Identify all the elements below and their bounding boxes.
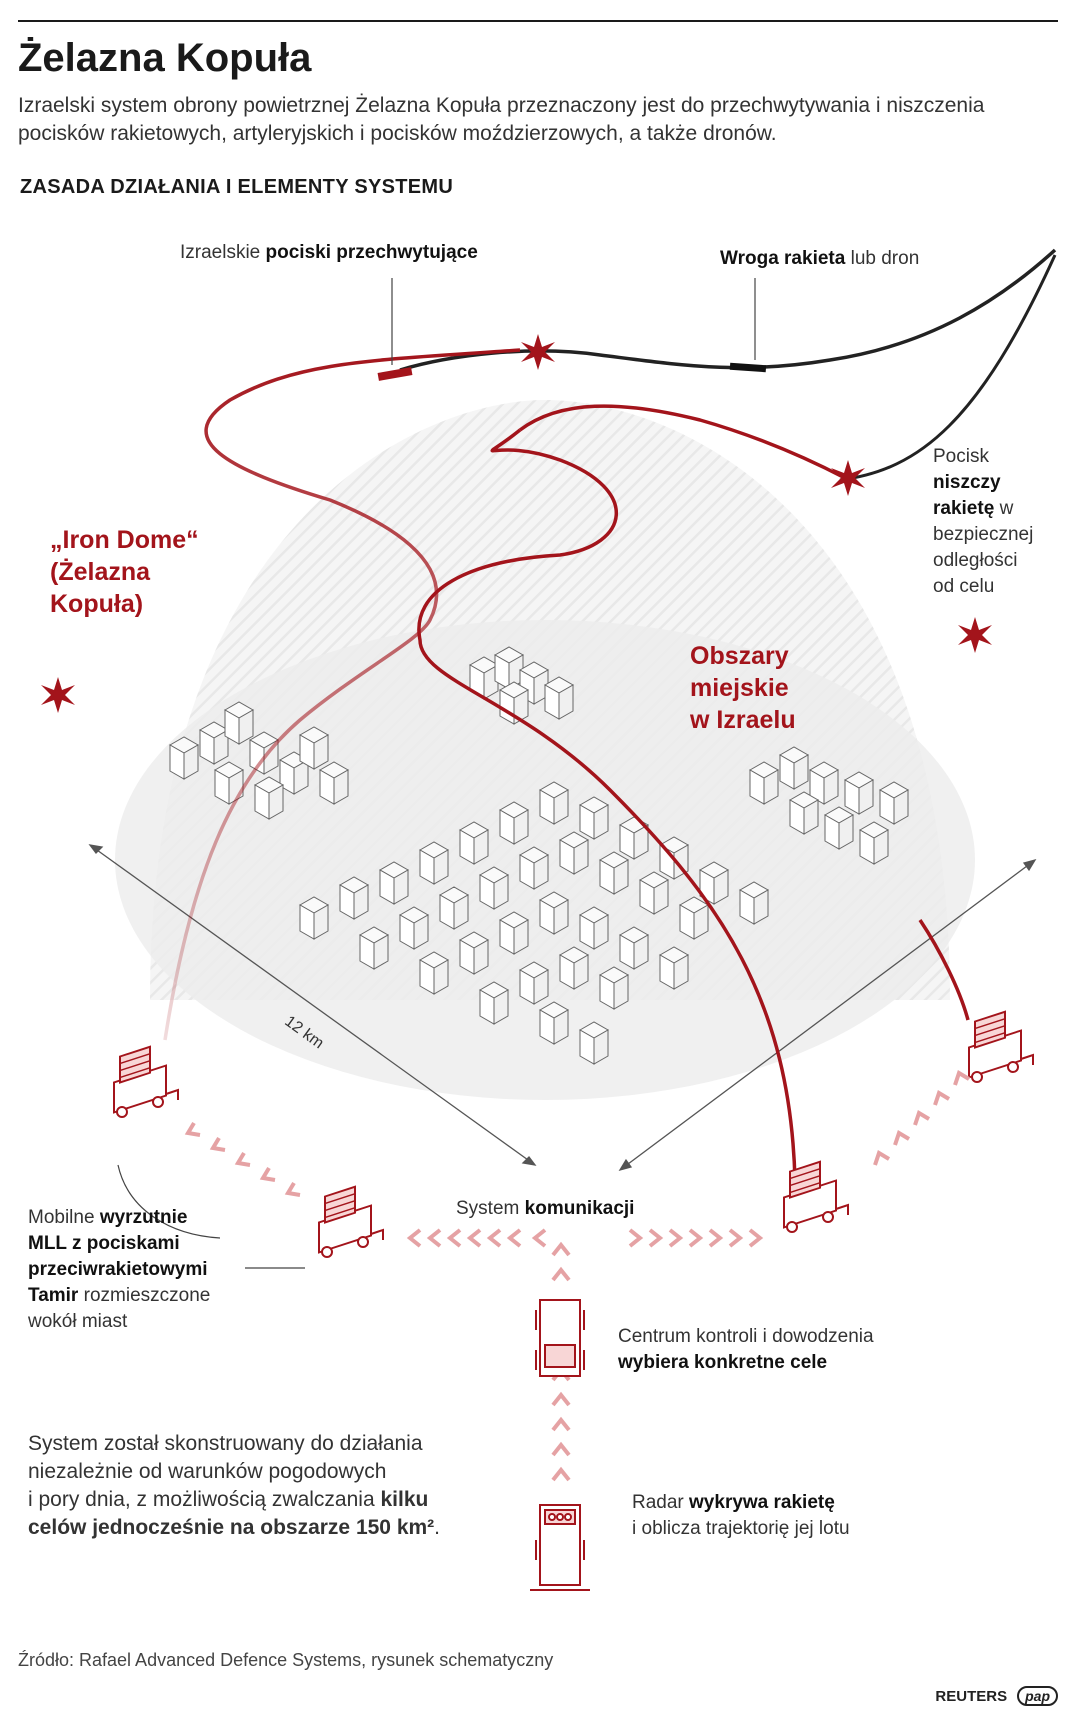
control-center-vehicle (535, 1299, 585, 1377)
radar-vehicle (530, 1504, 590, 1591)
label-iron-dome: „Iron Dome“ (Żelazna Kopuła) (50, 526, 199, 618)
launcher-vehicle-center (318, 1185, 384, 1258)
page-title: Żelazna Kopuła (18, 36, 312, 80)
comm-chevrons (184, 1070, 971, 1482)
label-destroy: Pocisk niszczy rakietę w bezpiecznej odl… (933, 446, 1034, 597)
publisher-logos: REUTERS pap (935, 1686, 1058, 1706)
reuters-logo: REUTERS (935, 1687, 1008, 1705)
interceptor-missile (377, 367, 413, 381)
distance-lines (88, 844, 1037, 1172)
explosion-burst (958, 617, 992, 653)
explosion-burst (41, 677, 75, 713)
label-interceptors: Izraelskie pociski przechwytujące (180, 242, 478, 263)
source-credit: Źródło: Rafael Advanced Defence Systems,… (18, 1650, 554, 1670)
interceptor-path-1 (163, 348, 521, 1041)
label-launchers: Mobilne wyrzutnie MLL z pociskami przeci… (28, 1207, 211, 1332)
launcher-vehicle-left (113, 1045, 179, 1118)
capability-note: System został skonstruowany do działania… (28, 1432, 441, 1539)
leader-lines (117, 278, 756, 1269)
launcher-vehicle-far-right (968, 1010, 1034, 1083)
enemy-rocket (729, 362, 767, 373)
interceptor-path-3 (518, 404, 846, 480)
label-communication: System komunikacji (456, 1198, 635, 1219)
top-rule (18, 20, 1058, 22)
launcher-vehicle-right (783, 1160, 849, 1233)
section-heading: ZASADA DZIAŁANIA I ELEMENTY SYSTEMU (20, 176, 454, 198)
interceptor-path-2 (417, 428, 797, 1181)
intro-text: Izraelski system obrony powietrznej Żela… (18, 94, 985, 145)
label-control-center: Centrum kontroli i dowodzenia wybiera ko… (618, 1326, 874, 1373)
label-enemy-rocket: Wroga rakieta lub dron (720, 248, 920, 269)
pap-logo: pap (1017, 1686, 1058, 1706)
label-urban-areas: Obszary miejskie w Izraelu (690, 642, 796, 734)
label-radar: Radar wykrywa rakietę i oblicza trajekto… (632, 1492, 850, 1539)
